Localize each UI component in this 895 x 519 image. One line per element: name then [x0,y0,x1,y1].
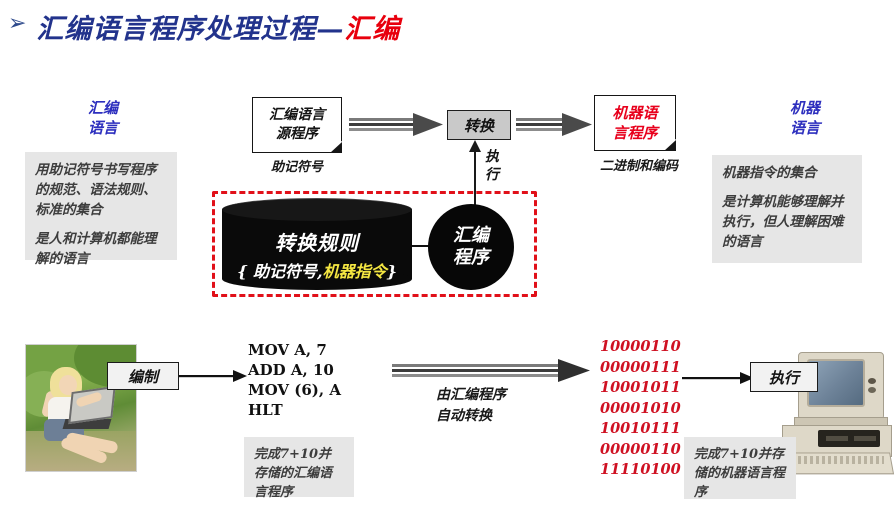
assembly-language-heading: 汇编 语言 [58,98,148,138]
arrow-binary-to-execute-icon [682,372,754,384]
arrow-source-to-convert-icon [349,113,443,136]
convert-process-box: 转换 [447,110,511,140]
computer-drive-slot-1 [826,436,848,441]
assembler-program-line2: 程序 [453,247,489,268]
assembly-code-line: MOV A, 7 [248,341,327,359]
page-title-main: 汇编语言程序处理过程— [36,13,345,45]
computer-keyboard-keys [792,456,884,464]
machine-language-heading: 机器 语言 [760,98,850,138]
source-program-caption: 助记符号 [270,160,323,175]
source-program-line2: 源程序 [276,126,318,142]
machine-program-bottom-caption: 完成7+10并存储的机器语言程序 [684,437,796,500]
page-title-accent: 汇编 [344,13,401,45]
machine-document-fold-icon [664,140,676,151]
machine-code-listing: 10000110 00000111 10001011 00001010 1001… [600,337,720,481]
machine-code-line: 00000110 [600,440,681,458]
machine-language-description: 机器指令的集合 是计算机能够理解并执行，但人理解困难的语言 [712,155,862,263]
machine-language-description-p1: 机器指令的集合 [722,165,817,181]
photo-laptop-screen [68,385,116,425]
assembly-code-line: HLT [248,401,283,419]
computer-drive-bay [818,430,880,447]
machine-program-document: 机器语 言程序 [594,95,676,151]
assembly-language-description: 用助记符号书写程序的规范、语法规则、标准的集合 是人和计算机都能理解的语言 [25,152,177,267]
source-document-fold-icon [330,142,342,153]
cylinder-set-highlight: 机器指令 [322,261,387,281]
cylinder-top-ellipse [222,198,412,221]
machine-language-heading-line1: 机器 [789,99,820,117]
cylinder-set-open: { 助记符号 [237,261,317,281]
arrow-compose-to-asm-icon [179,370,247,382]
source-program-document-text: 汇编语言 源程序 [269,106,325,144]
compose-label-box: 编制 [107,362,179,390]
assembler-rules-region [212,191,537,297]
machine-language-description-p2: 是计算机能够理解并执行，但人理解困难的语言 [722,194,844,250]
source-program-line1: 汇编语言 [269,107,325,123]
machine-code-line: 10000110 [600,338,681,355]
arrow-auto-convert-icon [392,359,590,382]
machine-language-heading-line2: 语言 [789,119,820,137]
arrow-convert-to-machine-icon [516,113,592,136]
machine-program-line2: 言程序 [612,124,658,142]
machine-code-line: 00001010 [600,399,681,417]
cylinder-set-close: } [386,261,397,281]
assembler-program-circle: 汇编 程序 [428,204,514,290]
cylinder-title: 转换规则 [275,230,359,255]
programmer-photo [25,344,137,472]
machine-program-caption: 二进制和编码 [599,159,678,174]
bullet-arrow-icon: ➢ [8,11,27,36]
auto-convert-caption-line2: 自动转换 [436,408,492,424]
assembly-language-description-p2: 是人和计算机都能理解的语言 [35,231,157,267]
computer-drive-slot-2 [854,436,876,441]
arrow-execute-up-icon [469,140,481,210]
assembly-program-caption: 完成7+10并存储的汇编语言程序 [244,437,354,500]
assembly-code-line: ADD A, 10 [248,361,334,379]
source-program-document: 汇编语言 源程序 [252,97,342,153]
machine-program-document-text: 机器语 言程序 [612,103,657,143]
page-title-text: 汇编语言程序处理过程—汇编 [36,7,400,46]
execute-arrow-label-char1: 执行 [485,149,499,183]
page-title: ➢ 汇编语言程序处理过程—汇编 [8,6,608,46]
assembly-language-description-p1: 用助记符号书写程序的规范、语法规则、标准的集合 [35,162,157,218]
auto-convert-caption: 由汇编程序 自动转换 [436,385,566,427]
cylinder-set-separator: , [316,261,323,281]
machine-code-line: 00000111 [600,358,681,376]
auto-convert-caption-line1: 由汇编程序 [436,387,506,403]
cylinder-bottom-ellipse [222,268,412,290]
photo-person-face [59,375,77,395]
computer-monitor-knob-2 [868,387,876,393]
assembly-language-heading-line2: 语言 [87,119,118,137]
connector-cylinder-to-assembler [405,245,435,247]
assembly-code-line: MOV (6), A [248,381,341,399]
execute-arrow-label: 执行 [485,148,505,184]
machine-code-line: 10001011 [600,379,681,396]
machine-code-line: 10010111 [600,420,681,437]
conversion-rules-cylinder: 转换规则 { 助记符号,机器指令} [222,198,412,290]
machine-code-line: 11110100 [600,461,681,478]
assembly-code-listing: MOV A, 7 ADD A, 10 MOV (6), A HLT [248,340,408,420]
execute-label-box: 执行 [750,362,818,392]
assembly-language-heading-line1: 汇编 [87,99,118,117]
computer-monitor-knob-1 [868,378,876,384]
cylinder-mapping-set: { 助记符号,机器指令} [237,258,397,282]
machine-program-line1: 机器语 [612,104,658,122]
cylinder-text: 转换规则 { 助记符号,机器指令} [222,218,412,290]
assembler-program-line1: 汇编 [453,225,489,246]
